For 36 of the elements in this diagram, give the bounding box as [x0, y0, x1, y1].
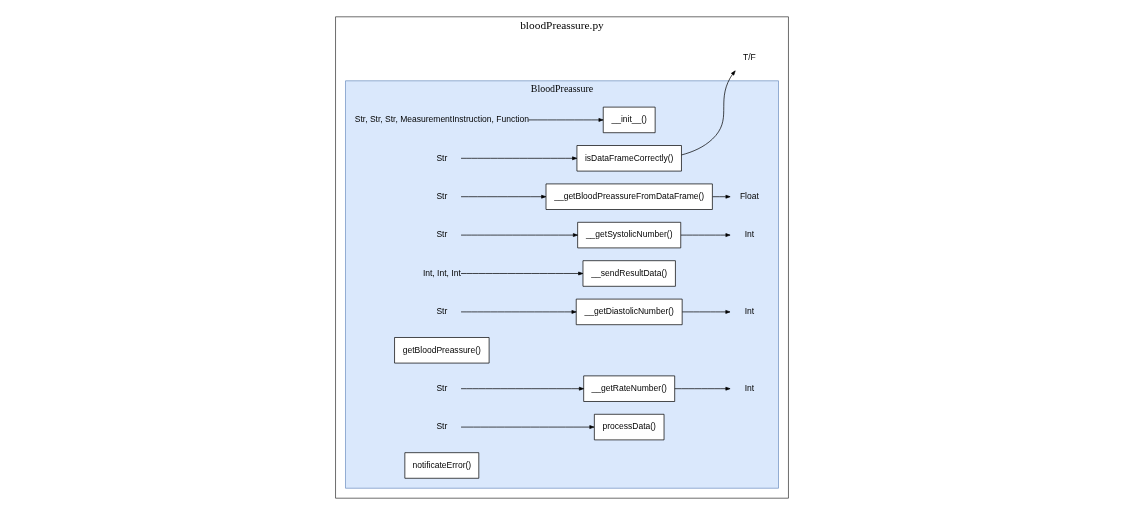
node-box: processData() [593, 413, 664, 441]
node-text: Str, Str, Str, MeasurementInstruction, Function [354, 114, 529, 125]
node-text: Int [744, 306, 754, 317]
node-box: notificateError() [404, 452, 479, 479]
node-box: __getRateNumber() [582, 375, 675, 402]
node-text: Int, Int, Int [422, 267, 461, 278]
arrow [673, 386, 730, 391]
node-box: getBloodPreassure() [393, 337, 489, 364]
arrow [681, 310, 730, 314]
arrow [711, 194, 730, 199]
arrow [460, 156, 577, 161]
arrow [460, 310, 577, 314]
node-text: Str [435, 421, 447, 432]
node-text: Float [739, 190, 759, 201]
arrow [460, 425, 594, 429]
node-text: Int [744, 382, 754, 393]
node-text: Str [435, 152, 447, 163]
node-text: Str [435, 306, 447, 317]
arrow [460, 271, 583, 276]
node-text: T/F [742, 52, 756, 63]
node-box: __sendResultData() [582, 260, 676, 287]
node-text: Int [744, 229, 754, 240]
node-text: Str [435, 229, 447, 240]
arrow [460, 194, 546, 199]
node-text: Str [435, 382, 447, 393]
arrow [680, 233, 730, 237]
arrow [680, 70, 736, 156]
node-text: Str [435, 190, 447, 201]
arrow [460, 386, 584, 391]
node-box: __init__() [602, 106, 655, 134]
node-box: isDataFrameCorrectly() [576, 145, 682, 172]
arrow [527, 118, 603, 122]
node-box: __getDiastolicNumber() [575, 298, 683, 326]
node-box: __getSystolicNumber() [576, 221, 681, 249]
arrow [460, 233, 578, 237]
node-box: __getBloodPreassureFromDataFrame() [545, 183, 713, 210]
